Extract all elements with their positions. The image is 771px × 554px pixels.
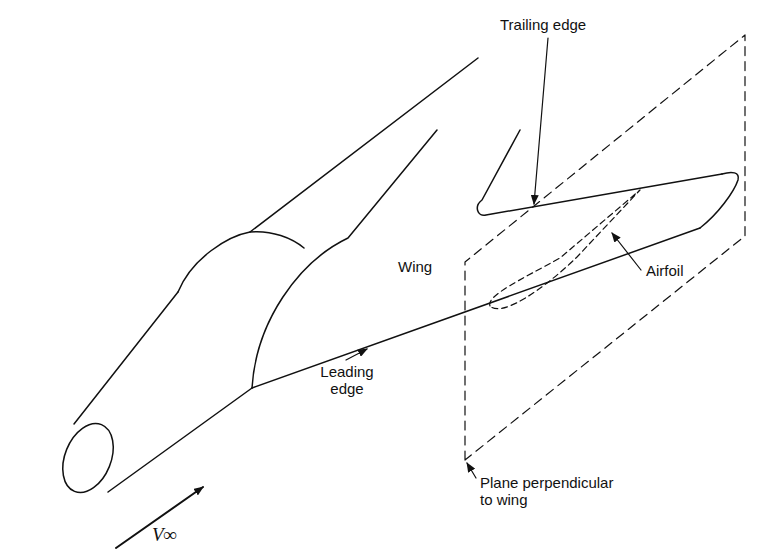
- trailing-edge-line: [477, 130, 722, 215]
- leader-arrow: [612, 233, 641, 270]
- nose-intake: [53, 416, 123, 500]
- cutting-plane: [465, 35, 745, 460]
- fuselage-spine: [250, 58, 478, 232]
- part-label: Airfoil: [646, 262, 726, 279]
- leader-arrow: [534, 38, 548, 204]
- airfoil-section: [490, 190, 640, 309]
- freestream-arrow: [116, 487, 203, 548]
- fuselage-line: [74, 292, 178, 424]
- leading-edge-line: [252, 228, 700, 388]
- part-label: Trailing edge: [500, 16, 640, 33]
- velocity-symbol: V∞: [152, 526, 192, 543]
- part-label: Wing: [398, 258, 458, 275]
- wing-tip: [700, 172, 738, 228]
- part-label: Plane perpendicular to wing: [480, 474, 630, 508]
- part-label: Leading edge: [314, 363, 380, 397]
- leader-arrow: [346, 349, 367, 360]
- canopy: [178, 232, 304, 292]
- fuselage-line: [108, 388, 252, 492]
- leader-arrow: [467, 463, 476, 478]
